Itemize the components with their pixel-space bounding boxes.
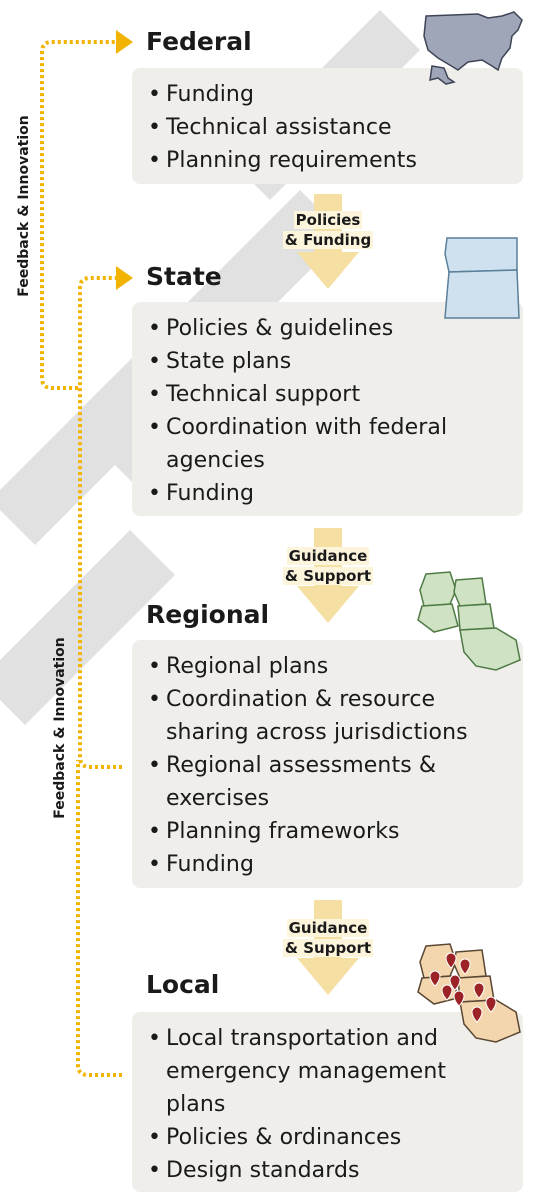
us-map-icon — [423, 11, 523, 85]
list-item: Funding — [146, 78, 511, 111]
level-title-regional: Regional — [146, 600, 270, 629]
local-map-pins-icon — [417, 943, 521, 1043]
list-item: Technical support — [146, 378, 511, 411]
list-item: Policies & ordinances — [146, 1121, 511, 1154]
list-item: Coordination with federal agencies — [146, 411, 511, 477]
list-item: Technical assistance — [146, 111, 511, 144]
list-item: Local transportation and emergency manag… — [146, 1022, 511, 1121]
state-map-icon — [444, 237, 520, 319]
regional-map-icon — [417, 571, 521, 671]
list-item: State plans — [146, 345, 511, 378]
level-title-local: Local — [146, 970, 220, 999]
list-item: Funding — [146, 848, 511, 881]
feedback-label-lower: Feedback & Innovation — [52, 637, 68, 819]
list-item: Coordination & resource sharing across j… — [146, 683, 511, 749]
list-item: Planning requirements — [146, 144, 511, 177]
list-item: Planning frameworks — [146, 815, 511, 848]
flow-label-line2: & Support — [282, 567, 374, 585]
flow-label-line2: & Funding — [282, 231, 374, 249]
flow-arrow-state-regional: Guidance & Support — [282, 528, 374, 623]
flow-arrow-federal-state: Policies & Funding — [282, 194, 374, 289]
level-title-federal: Federal — [146, 27, 252, 56]
list-item: Regional plans — [146, 650, 511, 683]
feedback-arrowhead-federal — [116, 30, 133, 54]
card-regional: Regional plans Coordination & resource s… — [132, 640, 523, 888]
card-local: Local transportation and emergency manag… — [132, 1012, 523, 1192]
flow-label-line2: & Support — [282, 939, 374, 957]
list-item: Regional assessments & exercises — [146, 749, 511, 815]
card-federal: Funding Technical assistance Planning re… — [132, 68, 523, 184]
card-state: Policies & guidelines State plans Techni… — [132, 302, 523, 516]
flow-label-line1: Guidance — [286, 547, 370, 565]
feedback-label-upper: Feedback & Innovation — [16, 115, 32, 297]
list-item: Design standards — [146, 1154, 511, 1187]
feedback-path-regional-to-state — [78, 276, 122, 769]
feedback-arrowhead-state — [116, 266, 133, 290]
level-title-state: State — [146, 262, 222, 291]
flow-arrow-regional-local: Guidance & Support — [282, 900, 374, 995]
list-item: Funding — [146, 477, 511, 510]
feedback-path-state-to-federal — [40, 40, 118, 390]
feedback-path-local — [76, 760, 122, 1077]
flow-label-line1: Policies — [293, 211, 363, 229]
flow-label-line1: Guidance — [286, 919, 370, 937]
list-item: Policies & guidelines — [146, 312, 511, 345]
